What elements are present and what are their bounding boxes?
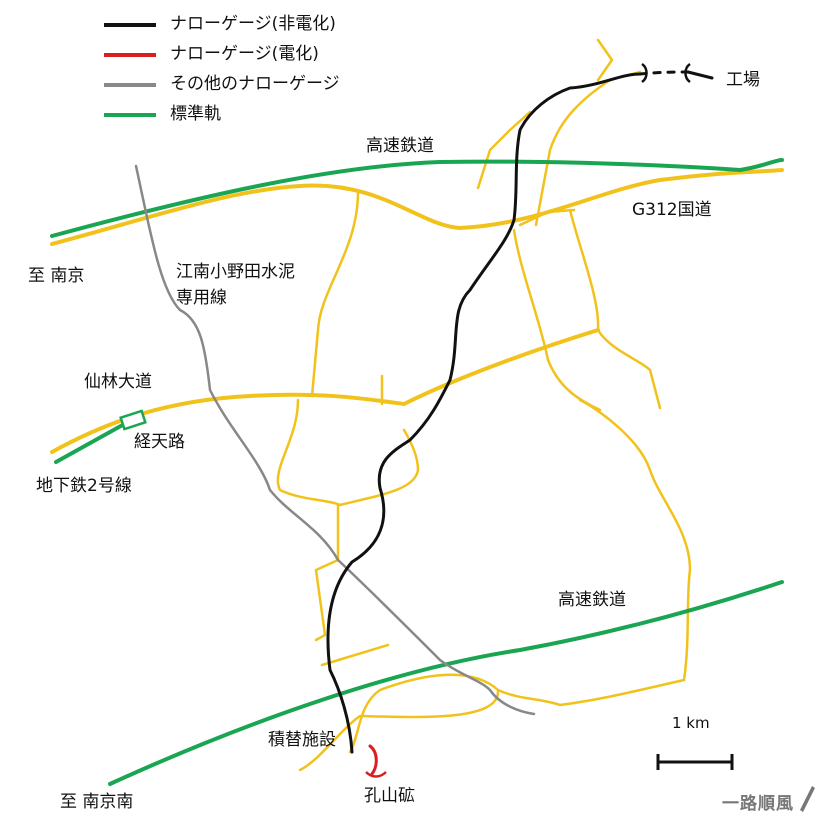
- konshan-mine-label: 孔山砿: [364, 786, 415, 806]
- road-g312: [50, 168, 784, 246]
- jiangnan-line-label-1: 江南小野田水泥: [176, 262, 295, 282]
- road-local: [596, 38, 614, 82]
- g312-label: G312国道: [632, 200, 712, 220]
- scale-label: 1 km: [672, 714, 710, 732]
- pen-nib-icon: [800, 786, 815, 812]
- to-nanjing-label: 至 南京: [28, 266, 85, 286]
- road-local: [534, 70, 642, 227]
- road-local: [314, 503, 340, 642]
- legend-label-electric: ナローゲージ(電化): [170, 44, 319, 64]
- road-local: [518, 208, 576, 227]
- metro-line-2: [54, 420, 130, 464]
- legend-label-nonelectric: ナローゲージ(非電化): [170, 14, 336, 34]
- road-local: [320, 643, 390, 667]
- hsr-north-label: 高速鉄道: [366, 136, 434, 156]
- road-local: [578, 398, 692, 682]
- narrow-gauge-factory-spur: [686, 70, 714, 80]
- factory-end-mark-right: [684, 62, 691, 84]
- hsr-north-line: [50, 158, 784, 238]
- legend-label-other: その他のナローゲージ: [170, 74, 340, 94]
- factory-label: 工場: [726, 70, 760, 90]
- jingtianlu-label: 経天路: [134, 432, 185, 452]
- factory-end-mark-left: [641, 62, 648, 84]
- watermark: 一路順風: [722, 794, 794, 814]
- transfer-facility-label: 積替施設: [268, 730, 336, 750]
- road-local: [568, 208, 662, 410]
- road-local: [298, 688, 500, 772]
- other-narrow-gauge-line: [134, 164, 536, 716]
- to-nanjing-south-label: 至 南京南: [60, 792, 134, 812]
- jingtianlu-station: [119, 409, 147, 431]
- road-local: [276, 398, 420, 507]
- jiangnan-line-label-2: 専用線: [176, 288, 227, 308]
- narrow-gauge-electric-line: [368, 744, 378, 776]
- road-local: [310, 190, 360, 398]
- xianlin-road-label: 仙林大道: [84, 372, 152, 392]
- hsr-south-line: [108, 580, 784, 786]
- narrow-gauge-main-line: [326, 72, 642, 754]
- road-local: [512, 228, 602, 412]
- road-local: [476, 110, 532, 190]
- hsr-south-label: 高速鉄道: [558, 590, 626, 610]
- legend-label-standard: 標準軌: [170, 104, 221, 124]
- metro-line2-label: 地下鉄2号線: [36, 476, 132, 496]
- road-local: [348, 673, 686, 754]
- konshan-end-mark: [365, 771, 387, 778]
